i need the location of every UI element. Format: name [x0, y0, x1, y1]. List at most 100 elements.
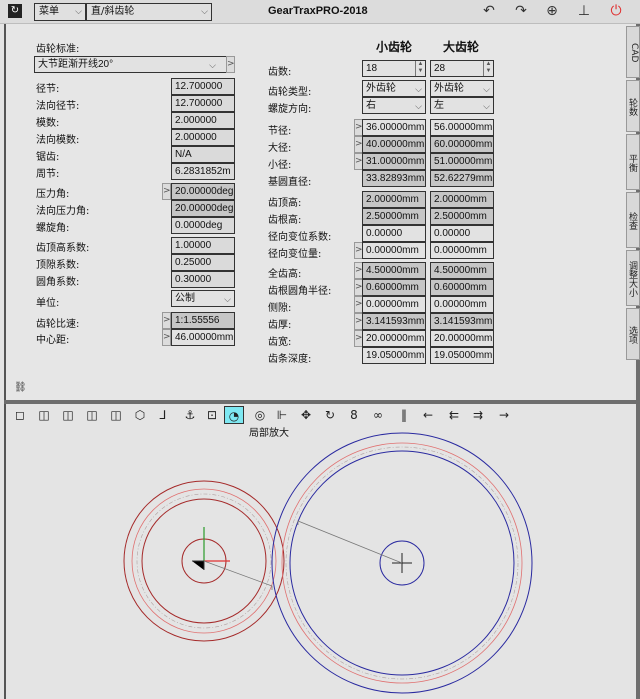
undo-icon[interactable]: ↶ [483, 3, 495, 19]
pinion-kind-select[interactable]: 外齿轮⌵ [362, 80, 426, 97]
gear-hand-select[interactable]: 左⌵ [430, 97, 494, 114]
zoom-area-icon[interactable]: ◔ [224, 406, 244, 424]
side-tab-balance[interactable]: 平衡 [626, 134, 640, 190]
view-top-icon[interactable]: ◫ [110, 408, 122, 422]
chevron-down-icon: ⌵ [201, 7, 208, 17]
pinion-profile-shift[interactable]: 0.00000mm [362, 242, 426, 259]
gear-teeth-field[interactable]: 28 ▲▼ [430, 60, 494, 77]
link-icon[interactable]: ⛓ [14, 382, 27, 393]
pressure-angle-arrow[interactable]: > [162, 183, 171, 200]
standard-select[interactable]: 大节距渐开线20° ⌵ [34, 56, 227, 73]
redo-icon[interactable]: ↷ [515, 3, 527, 19]
clearance-coef-field[interactable]: 0.25000 [171, 254, 235, 271]
fast-back-icon[interactable]: ⇇ [448, 408, 460, 422]
pinion-teeth-field[interactable]: 18 ▲▼ [362, 60, 426, 77]
side-tab-resize[interactable]: 调整大小 [626, 250, 640, 306]
step-back-icon[interactable]: ← [422, 408, 434, 422]
anchor-icon[interactable]: ⚓ [184, 408, 196, 422]
target-icon[interactable]: ⊕ [546, 3, 558, 19]
rotate-horizontal-icon[interactable]: ∞ [373, 408, 383, 422]
gear-base-diameter[interactable]: 52.62279mm [430, 170, 494, 187]
gear-profile-shift-coef[interactable]: 0.00000 [430, 225, 494, 242]
pinion-addendum[interactable]: 2.00000mm [362, 191, 426, 208]
pinion-whole-depth[interactable]: 4.50000mm [362, 262, 426, 279]
gear-outer-diameter[interactable]: 60.00000mm [430, 136, 494, 153]
pause-icon[interactable]: ‖ [401, 408, 407, 422]
fast-forward-icon[interactable]: ⇉ [472, 408, 484, 422]
pinion-rack-depth[interactable]: 19.05000mm [362, 347, 426, 364]
circular-pitch-field[interactable]: 6.2831852m [171, 163, 235, 180]
rotate-icon[interactable]: ↻ [324, 408, 336, 422]
side-tab-wheel-count[interactable]: 轮数 [626, 80, 640, 132]
side-tab-inspect[interactable]: 检查 [626, 192, 640, 248]
view-axis-icon[interactable]: ⅃ [159, 408, 167, 422]
gear-type-dropdown[interactable]: 直/斜齿轮 ⌵ [86, 3, 212, 21]
center-distance-arrow[interactable]: > [162, 329, 171, 346]
normal-pressure-angle-field[interactable]: 20.00000deg [171, 200, 235, 217]
mirror-icon[interactable]: ⊩ [276, 408, 288, 422]
pan-icon[interactable]: ✥ [300, 408, 312, 422]
module-field[interactable]: 2.000000 [171, 112, 235, 129]
download-icon[interactable]: ⊥ [577, 3, 591, 19]
pinion-outer-diameter[interactable]: 40.00000mm [362, 136, 426, 153]
helix-angle-field[interactable]: 0.0000deg [171, 217, 235, 234]
pinion-hand-select[interactable]: 右⌵ [362, 97, 426, 114]
pinion-face-width[interactable]: 20.00000mm [362, 330, 426, 347]
addendum-coef-field[interactable]: 1.00000 [171, 237, 235, 254]
step-forward-icon[interactable]: → [498, 408, 510, 422]
window-border [636, 24, 640, 699]
gear-ratio-arrow[interactable]: > [162, 312, 171, 329]
gear-face-width[interactable]: 20.00000mm [430, 330, 494, 347]
view-front-icon[interactable]: ◻ [15, 408, 25, 422]
gear-fillet-radius[interactable]: 0.60000mm [430, 279, 494, 296]
view-left-icon[interactable]: ◫ [62, 408, 74, 422]
window-title: GearTraxPRO-2018 [268, 5, 368, 17]
spinner-icon[interactable]: ▲▼ [483, 61, 493, 76]
rack-depth-label: 齿条深度: [268, 354, 312, 365]
gear-canvas[interactable] [4, 404, 636, 699]
gear-rack-depth[interactable]: 19.05000mm [430, 347, 494, 364]
units-select[interactable]: 公制 ⌵ [171, 290, 235, 307]
normal-dp-field[interactable]: 12.700000 [171, 95, 235, 112]
power-icon[interactable]: ⏻ [610, 3, 622, 19]
gear-tooth-thickness[interactable]: 3.141593mm [430, 313, 494, 330]
fillet-coef-field[interactable]: 0.30000 [171, 271, 235, 288]
zoom-icon[interactable]: ◎ [254, 408, 266, 422]
menu-dropdown[interactable]: 菜单 ⌵ [34, 3, 86, 21]
fit-icon[interactable]: ⊡ [206, 408, 218, 422]
pinion-tooth-thickness[interactable]: 3.141593mm [362, 313, 426, 330]
side-tab-label: 检查 [627, 212, 637, 230]
pressure-angle-label: 压力角: [36, 189, 70, 200]
normal-module-field[interactable]: 2.000000 [171, 129, 235, 146]
pinion-profile-shift-coef[interactable]: 0.00000 [362, 225, 426, 242]
gear-whole-depth[interactable]: 4.50000mm [430, 262, 494, 279]
gear-profile-shift[interactable]: 0.00000mm [430, 242, 494, 259]
pinion-base-diameter[interactable]: 33.82893mm [362, 170, 426, 187]
diametral-pitch-field[interactable]: 12.700000 [171, 78, 235, 95]
gear-kind-select[interactable]: 外齿轮⌵ [430, 80, 494, 97]
pinion-fillet-radius[interactable]: 0.60000mm [362, 279, 426, 296]
pinion-dedendum[interactable]: 2.50000mm [362, 208, 426, 225]
gear-pitch-diameter[interactable]: 56.00000mm [430, 119, 494, 136]
pressure-angle-field[interactable]: 20.00000deg [171, 183, 235, 200]
gear-dedendum[interactable]: 2.50000mm [430, 208, 494, 225]
standard-expand-arrow[interactable]: > [226, 56, 235, 73]
gear-root-diameter[interactable]: 51.00000mm [430, 153, 494, 170]
serration-field[interactable]: N/A [171, 146, 235, 163]
panel-splitter[interactable] [4, 400, 640, 404]
gear-backlash[interactable]: 0.00000mm [430, 296, 494, 313]
pinion-root-diameter[interactable]: 31.00000mm [362, 153, 426, 170]
view-right-icon[interactable]: ◫ [86, 408, 98, 422]
rotate-vertical-icon[interactable]: 8 [350, 408, 358, 422]
gear-addendum[interactable]: 2.00000mm [430, 191, 494, 208]
side-tab-options[interactable]: 选项 [626, 308, 640, 360]
pinion-backlash[interactable]: 0.00000mm [362, 296, 426, 313]
spinner-icon[interactable]: ▲▼ [415, 61, 425, 76]
view-back-icon[interactable]: ◫ [38, 408, 50, 422]
pinion-pitch-diameter[interactable]: 36.00000mm [362, 119, 426, 136]
app-logo-icon[interactable]: ↻ [8, 4, 22, 18]
gear-ratio-field[interactable]: 1:1.55556 [171, 312, 235, 329]
view-iso-icon[interactable]: ⬡ [134, 408, 146, 422]
center-distance-field[interactable]: 46.00000mm [171, 329, 235, 346]
side-tab-cad[interactable]: CAD [626, 26, 640, 78]
